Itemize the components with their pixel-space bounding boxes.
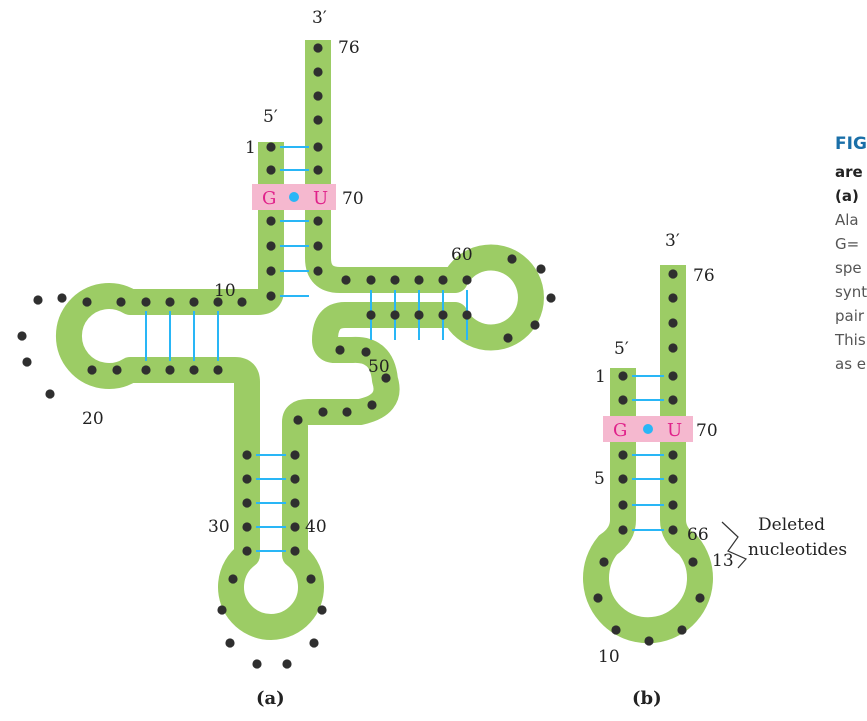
panel-a-anticodon-stem-pairs: [256, 454, 286, 552]
panel-a-number-1: 1: [245, 138, 256, 158]
panel-b-gu-center-dot: [643, 424, 653, 434]
panel-a-d-stem-pairs: [145, 311, 219, 361]
panel-b-label: (b): [632, 688, 662, 709]
caption-fragment-2: are: [835, 163, 863, 181]
panel-a-number-20: 20: [82, 409, 104, 429]
caption-fragment-3: (a): [835, 187, 859, 205]
panel-b-annotation-line2: nucleotides: [748, 540, 847, 560]
panel-a-number-60: 60: [451, 245, 473, 265]
caption-fragment-6: spe: [835, 259, 862, 277]
panel-a-number-70: 70: [342, 189, 364, 209]
panel-b-number-66: 66: [687, 525, 709, 545]
panel-a-number-40: 40: [305, 517, 327, 537]
panel-a-label: (a): [256, 688, 285, 709]
caption-title-fragment: FIG: [835, 134, 867, 154]
panel-b-number-10: 10: [598, 647, 620, 667]
panel-b-deleted-bracket: [721, 521, 747, 569]
panel-b-number-70: 70: [696, 421, 718, 441]
caption-fragment-7: synt: [835, 283, 867, 301]
caption-fragment-4: Ala: [835, 211, 859, 229]
panel-a-trna: G U 3′ 5′ 1 10 20 30 40 50 60 70 76 (a): [17, 8, 556, 709]
panel-a-base-g: G: [262, 188, 276, 209]
panel-a-base-u: U: [313, 188, 328, 209]
caption-fragment-9: This: [835, 331, 866, 349]
panel-a-gu-center-dot: [289, 192, 299, 202]
caption-fragment-10: as e: [835, 355, 867, 373]
panel-b-3prime-label: 3′: [665, 231, 680, 251]
caption-fragment-8: pair: [835, 307, 865, 325]
panel-b-number-5: 5: [594, 469, 605, 489]
panel-a-backbone: [56, 40, 544, 640]
panel-b-minihelix: G U 3′ 5′ 1 5 10 13 66 70 76 Deleted nuc…: [583, 231, 847, 709]
panel-a-number-30: 30: [208, 517, 230, 537]
panel-a-nucleotides: [17, 43, 556, 669]
panel-b-backbone: [583, 265, 713, 644]
panel-b-number-1: 1: [595, 367, 606, 387]
caption-fragment-5: G=: [835, 235, 860, 253]
panel-a-acceptor-pairs: [280, 146, 309, 297]
panel-b-nucleotides: [593, 269, 705, 646]
panel-a-3prime-label: 3′: [312, 8, 327, 28]
panel-b-5prime-label: 5′: [614, 339, 629, 359]
panel-a-number-50: 50: [368, 357, 390, 377]
panel-a-number-76: 76: [338, 38, 360, 58]
panel-b-base-u: U: [667, 420, 682, 441]
panel-b-annotation-line1: Deleted: [758, 515, 825, 535]
panel-b-number-13: 13: [712, 551, 734, 571]
panel-b-number-76: 76: [693, 266, 715, 286]
panel-a-number-10: 10: [214, 281, 236, 301]
panel-a-5prime-label: 5′: [263, 107, 278, 127]
panel-b-base-g: G: [613, 420, 627, 441]
panel-b-stem-pairs: [632, 375, 664, 531]
